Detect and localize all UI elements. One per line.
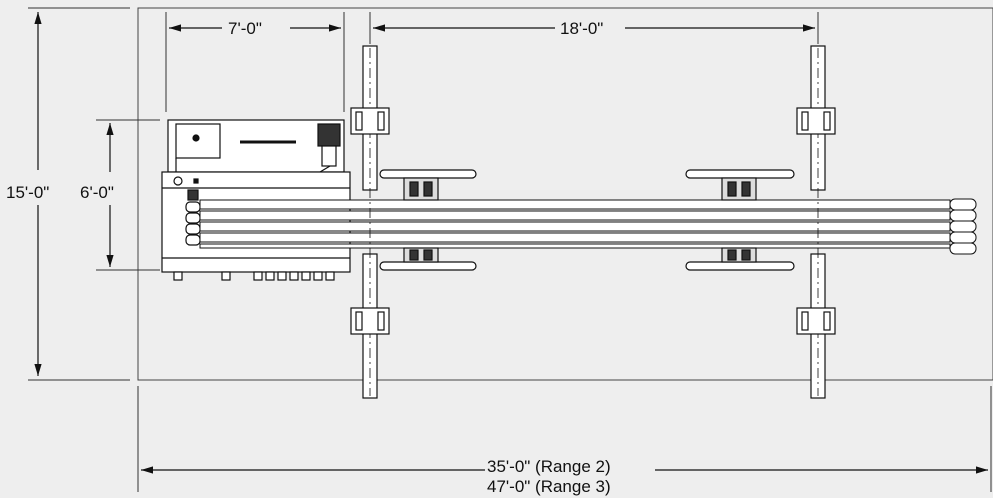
dimension-lines: [34, 11, 988, 474]
extension-lines: [28, 7, 992, 492]
rail-spacing-label: 18'-0": [560, 19, 603, 38]
left-rail: [350, 45, 390, 399]
right-rail: [796, 45, 836, 399]
overall-width-range2-label: 35'-0" (Range 2): [487, 457, 611, 476]
carriage-right: [685, 169, 795, 271]
carriage-left: [379, 169, 477, 271]
motor: [317, 123, 341, 147]
conveyor-tubes: [199, 199, 951, 249]
machine-depth-label: 6'-0": [80, 183, 114, 202]
machine-width-label: 7'-0": [228, 19, 262, 38]
tube-ends: [949, 198, 977, 255]
overall-width-range3-label: 47'-0" (Range 3): [487, 477, 611, 496]
overall-depth-label: 15'-0": [6, 183, 49, 202]
control-box: [175, 123, 221, 159]
feet: [173, 271, 335, 281]
